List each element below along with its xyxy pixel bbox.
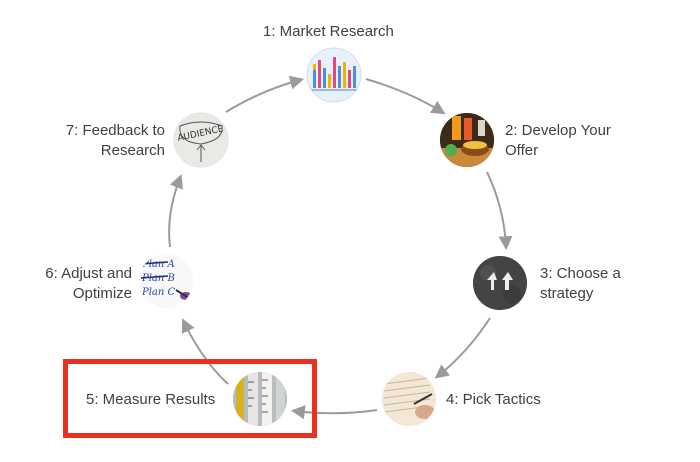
arrow-1-to-2 (365, 78, 446, 115)
arrow-5-to-6 (181, 318, 229, 385)
step-7-line-1: 7: Feedback to (65, 122, 165, 139)
arrow-6-to-7 (168, 174, 183, 248)
food-drinks-photo (440, 113, 494, 167)
plan-c-text: Plan C (141, 287, 176, 298)
highlight-box-step-5 (63, 359, 317, 438)
plan-a-text: Plan A (141, 259, 175, 270)
arrow-3-to-4 (434, 317, 491, 379)
step-4-label: 4: Pick Tactics (446, 390, 541, 410)
step-3-line-2: strategy (540, 285, 594, 302)
step-3-line-1: 3: Choose a (540, 265, 621, 282)
step-2-label: 2: Develop Your Offer (505, 121, 611, 161)
step-7-line-2: Research (100, 142, 165, 159)
hand-writing-notes-photo (382, 372, 436, 426)
step-6-label: 6: Adjust and Optimize (45, 264, 132, 304)
step-5-label: 5: Measure Results (86, 390, 215, 410)
step-7-label: 7: Feedback to Research (66, 121, 165, 161)
plan-abc-whiteboard-photo: Plan A Plan B Plan C (139, 254, 193, 308)
plan-b-text: Plan B (141, 273, 175, 284)
step-1-line-1: 1: Market Research (263, 23, 394, 40)
step-5-line-1: 5: Measure Results (86, 391, 216, 408)
step-6-line-2: Optimize (72, 285, 132, 302)
step-6-line-1: 6: Adjust and (45, 265, 132, 282)
step-2-line-2: Offer (505, 142, 539, 159)
step-1-label: 1: Market Research (263, 22, 394, 42)
bar-chart-icon (306, 47, 362, 103)
step-4-line-1: 4: Pick Tactics (446, 391, 541, 408)
step-2-line-1: 2: Develop Your (505, 122, 611, 139)
arrow-7-to-1 (225, 75, 305, 113)
arrow-4-to-5 (290, 405, 378, 420)
arrow-2-to-3 (486, 171, 513, 251)
arrows-on-asphalt-photo (473, 256, 527, 310)
measuring-tape-photo (233, 372, 287, 426)
audience-whiteboard-photo: AUDIENCE (173, 112, 229, 168)
step-3-label: 3: Choose a strategy (540, 264, 621, 304)
